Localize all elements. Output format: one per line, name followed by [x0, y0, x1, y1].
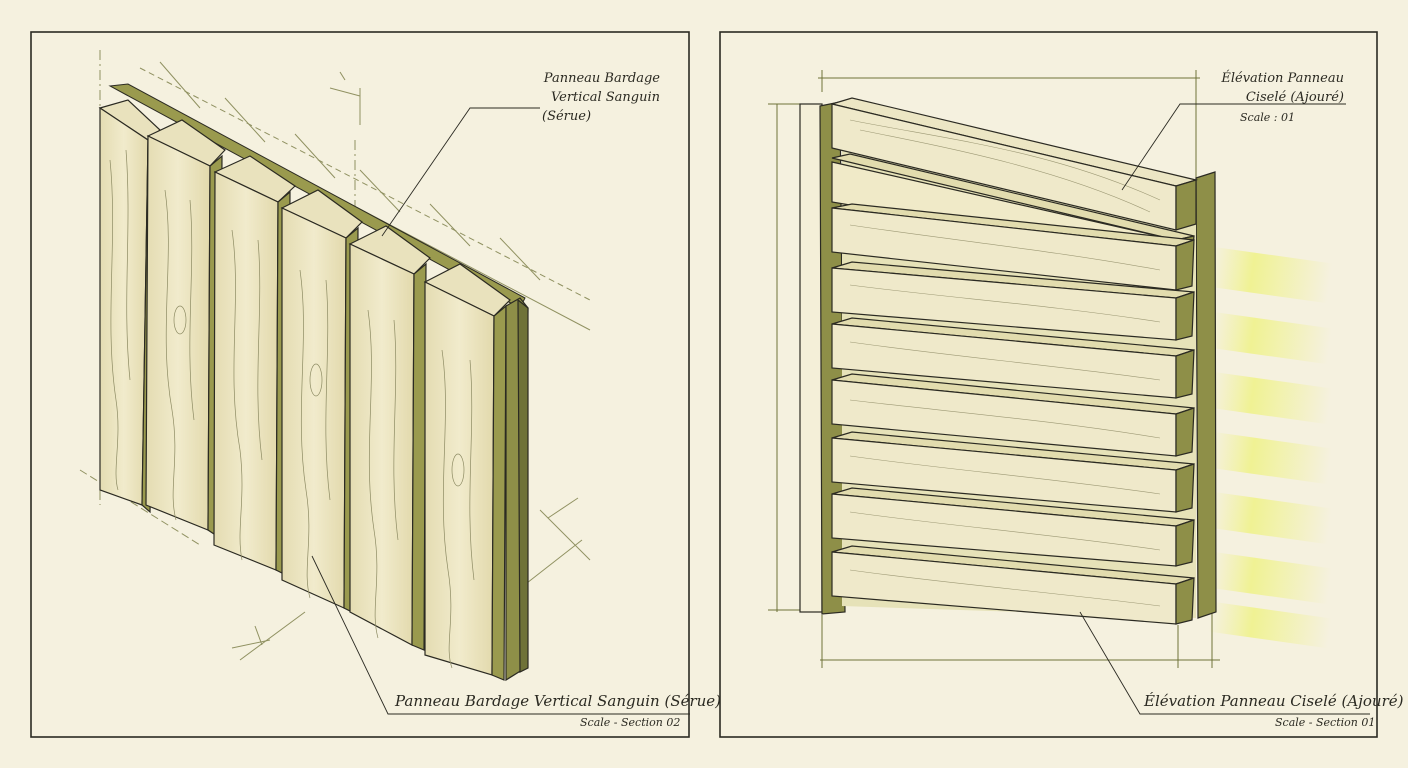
light-glow: [1207, 246, 1333, 649]
right-leaders: [1079, 103, 1370, 715]
slat-3: [831, 203, 1195, 291]
slat-8: [831, 487, 1195, 567]
slat-1: [829, 97, 1199, 231]
left-callout-line3: (Sérue): [542, 109, 592, 124]
board-2: [145, 119, 226, 540]
slat-7: [831, 431, 1195, 513]
right-caption-title: Élévation Panneau Ciselé (Ajouré): [1144, 692, 1404, 710]
left-callout-line1: Panneau Bardage: [543, 71, 660, 86]
right-callout-line2: Ciselé (Ajouré): [1245, 90, 1344, 105]
left-panel-frame: [30, 31, 690, 738]
right-caption-scale: Scale - Section 01: [1275, 716, 1376, 729]
right-callout-scale: Scale : 01: [1240, 111, 1295, 124]
end-strip: [505, 297, 529, 682]
right-post: [1195, 171, 1217, 619]
slat-grain: [849, 119, 1161, 607]
board-6: [423, 263, 511, 681]
right-panel-frame: [719, 31, 1378, 738]
right-panel: [719, 31, 1378, 738]
slat-4: [831, 261, 1195, 341]
right-dimension-lines: [768, 70, 1220, 668]
left-callout-line2: Vertical Sanguin: [550, 90, 660, 105]
left-leaders: [311, 107, 690, 715]
slat-6: [831, 373, 1195, 457]
right-callout-line1: Élévation Panneau: [1221, 71, 1344, 86]
left-panel: [30, 31, 690, 738]
left-caption-scale: Scale - Section 02: [580, 716, 681, 729]
left-caption-title: Panneau Bardage Vertical Sanguin (Sérue): [395, 692, 722, 710]
board-5: [348, 225, 431, 651]
